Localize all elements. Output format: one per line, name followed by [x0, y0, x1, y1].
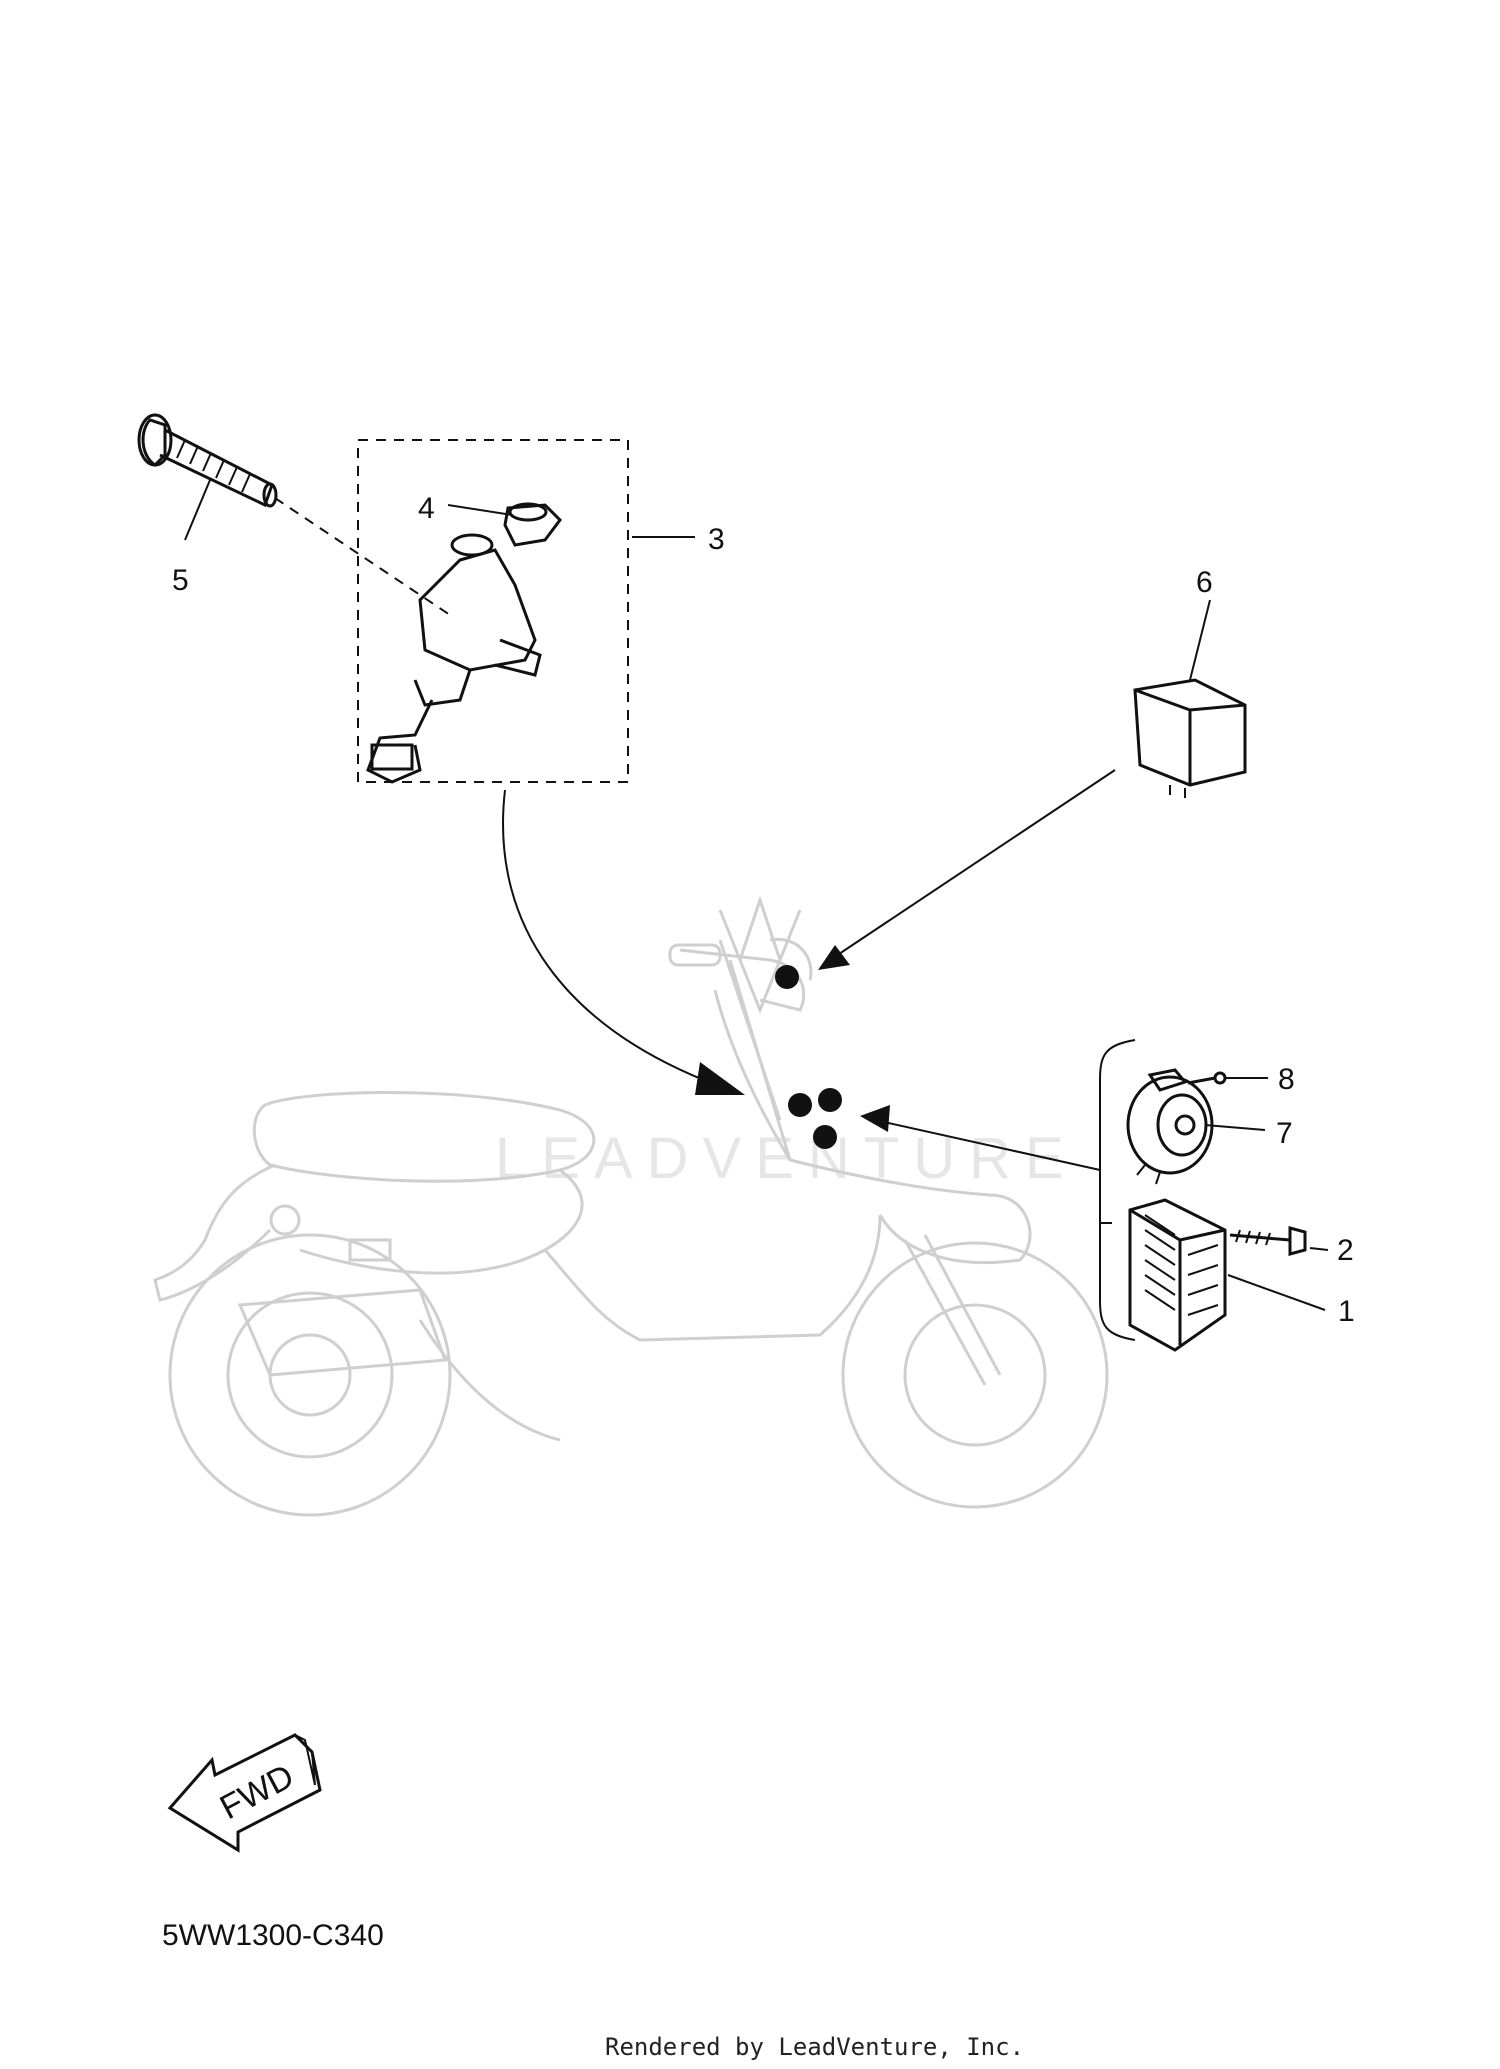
mount-dot-b: [818, 1088, 842, 1112]
relay-part-6[interactable]: [1133, 678, 1247, 798]
relay-location-arrow: [829, 769, 1116, 961]
callout-4[interactable]: 4: [418, 492, 435, 525]
diagram-code: 5WW1300-C340: [162, 1919, 384, 1952]
ignition-location-arrow: [502, 789, 731, 1091]
regulator-part-1[interactable]: [1128, 1198, 1227, 1352]
watermark: LEADVENTURE: [495, 895, 1078, 1191]
callout-6[interactable]: 6: [1196, 566, 1213, 599]
bolt-part-5[interactable]: [137, 413, 278, 508]
render-credit: Rendered by LeadVenture, Inc.: [605, 2033, 1024, 2061]
regulator-arrowhead: [860, 1105, 890, 1132]
leader-7: [1204, 1124, 1266, 1131]
leader-5: [184, 479, 211, 541]
key-cylinder-part-4[interactable]: [503, 502, 562, 547]
group-bracket: [1099, 1039, 1136, 1341]
horn-part-7[interactable]: [1126, 1068, 1214, 1185]
fwd-arrow: FWD: [167, 1733, 322, 1853]
mount-dot-c: [813, 1125, 837, 1149]
relay-location-dot: [775, 965, 799, 989]
regulator-bolt-part-2[interactable]: [1229, 1226, 1307, 1256]
callout-7[interactable]: 7: [1276, 1117, 1293, 1150]
callout-8[interactable]: 8: [1278, 1063, 1295, 1096]
ignition-switch-assembly-box: [357, 439, 629, 783]
screw-part-8[interactable]: [1187, 1071, 1227, 1085]
relay-arrowhead: [818, 945, 850, 970]
ignition-switch-part-3[interactable]: [366, 533, 542, 784]
ignition-arrowhead: [695, 1062, 745, 1095]
watermark-text: LEADVENTURE: [495, 1126, 1078, 1191]
mount-dot-a: [788, 1093, 812, 1117]
scooter-outline: [153, 937, 1109, 1517]
leader-6: [1189, 599, 1211, 681]
callout-2[interactable]: 2: [1337, 1234, 1354, 1267]
callout-1[interactable]: 1: [1338, 1295, 1355, 1328]
leader-4: [447, 504, 513, 516]
leader-1: [1227, 1274, 1326, 1311]
leader-2: [1309, 1247, 1329, 1251]
callout-5[interactable]: 5: [172, 564, 189, 597]
regulator-location-arrow: [874, 1119, 1101, 1171]
callout-3[interactable]: 3: [708, 523, 725, 556]
